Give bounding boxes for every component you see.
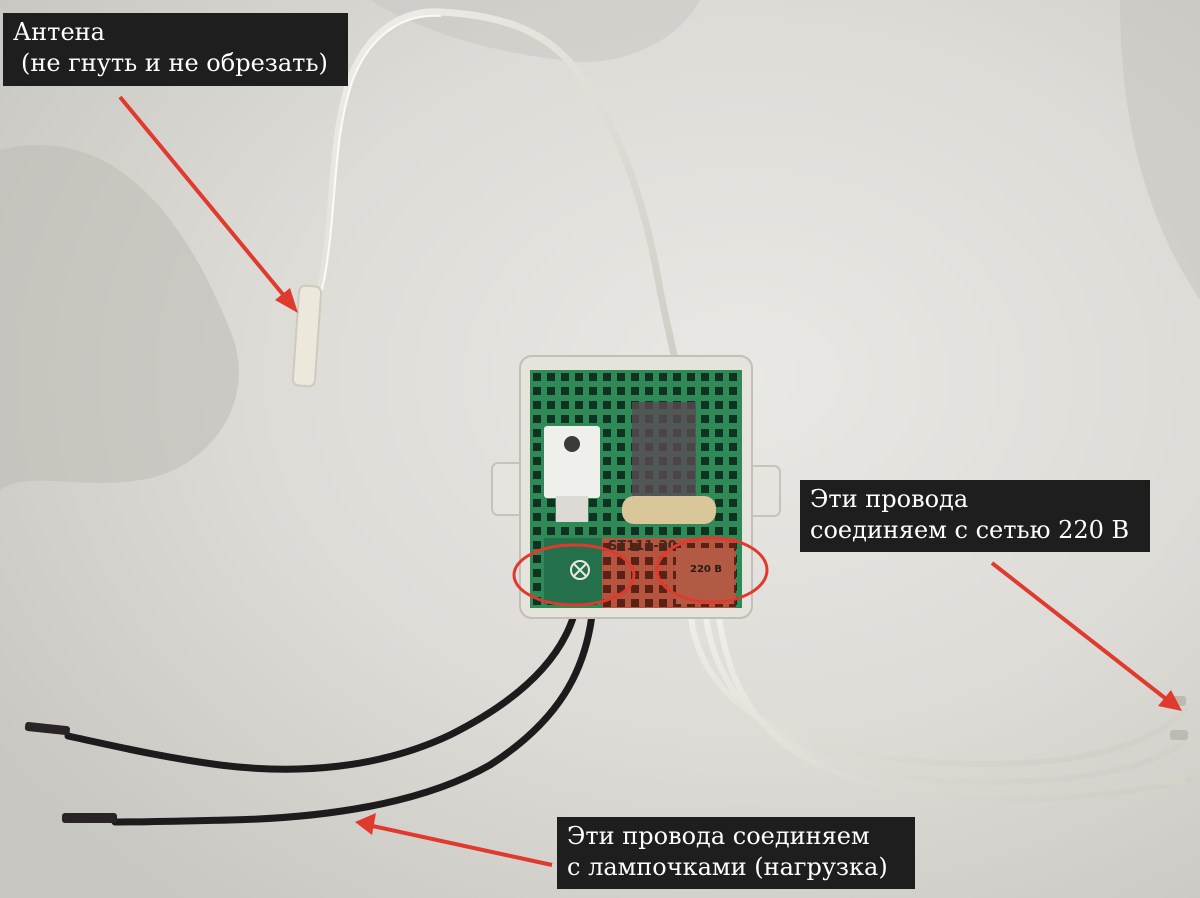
mains-wires-label: Эти провода соединяем с сетью 220 В: [800, 480, 1150, 552]
mains-wire-2: [702, 607, 1188, 785]
mains-wire-tip-3: [1155, 774, 1185, 785]
load-wires-label-line-1: Эти провода соединяем: [567, 822, 870, 850]
mains-wires-label-line-2: соединяем с сетью 220 В: [810, 516, 1130, 544]
lamp-symbol: [570, 560, 590, 580]
regulator-leg: [556, 496, 588, 522]
antenna-tip: [291, 284, 323, 388]
resistor: [622, 496, 716, 524]
arrow-antenna: [118, 95, 298, 313]
mains-wire-3: [715, 607, 1193, 803]
shadow-right: [1120, 0, 1200, 300]
antenna-label-line-1: Антена: [13, 18, 105, 46]
arrow-load: [355, 813, 553, 867]
highlight-ellipse-mains-terminal: [655, 536, 769, 604]
regulator-hole: [564, 436, 580, 452]
shadow-left: [0, 144, 239, 491]
relay-module: ST111-20 220 B: [491, 355, 781, 619]
part-marking: ST111-20: [608, 539, 677, 554]
load-wires-label: Эти провода соединяем с лампочками (нагр…: [557, 817, 915, 889]
red-terminal-face: [676, 548, 734, 604]
lamp-symbol-cross: [573, 563, 587, 577]
mains-wires-label-line-1: Эти провода: [810, 485, 969, 513]
load-wire-tip-1: [24, 722, 70, 736]
arrow-mains: [990, 561, 1182, 711]
chip: [632, 402, 696, 506]
voltage-marking: 220 B: [690, 564, 722, 575]
antenna-label-line-2: (не гнуть и не обрезать): [21, 49, 328, 77]
green-terminal: [544, 538, 602, 604]
antenna-label: Антена (не гнуть и не обрезать): [3, 13, 348, 86]
antenna-wire: [303, 8, 682, 389]
load-wire-2: [111, 611, 596, 826]
highlight-ellipse-load-terminal: [512, 543, 636, 607]
load-wire-1: [64, 611, 578, 773]
load-wire-tip-2: [62, 813, 117, 823]
load-wires-label-line-2: с лампочками (нагрузка): [567, 853, 888, 881]
mains-wire-tip-2: [1170, 730, 1188, 740]
mains-wire-1: [687, 607, 1188, 767]
regulator: [544, 426, 600, 498]
